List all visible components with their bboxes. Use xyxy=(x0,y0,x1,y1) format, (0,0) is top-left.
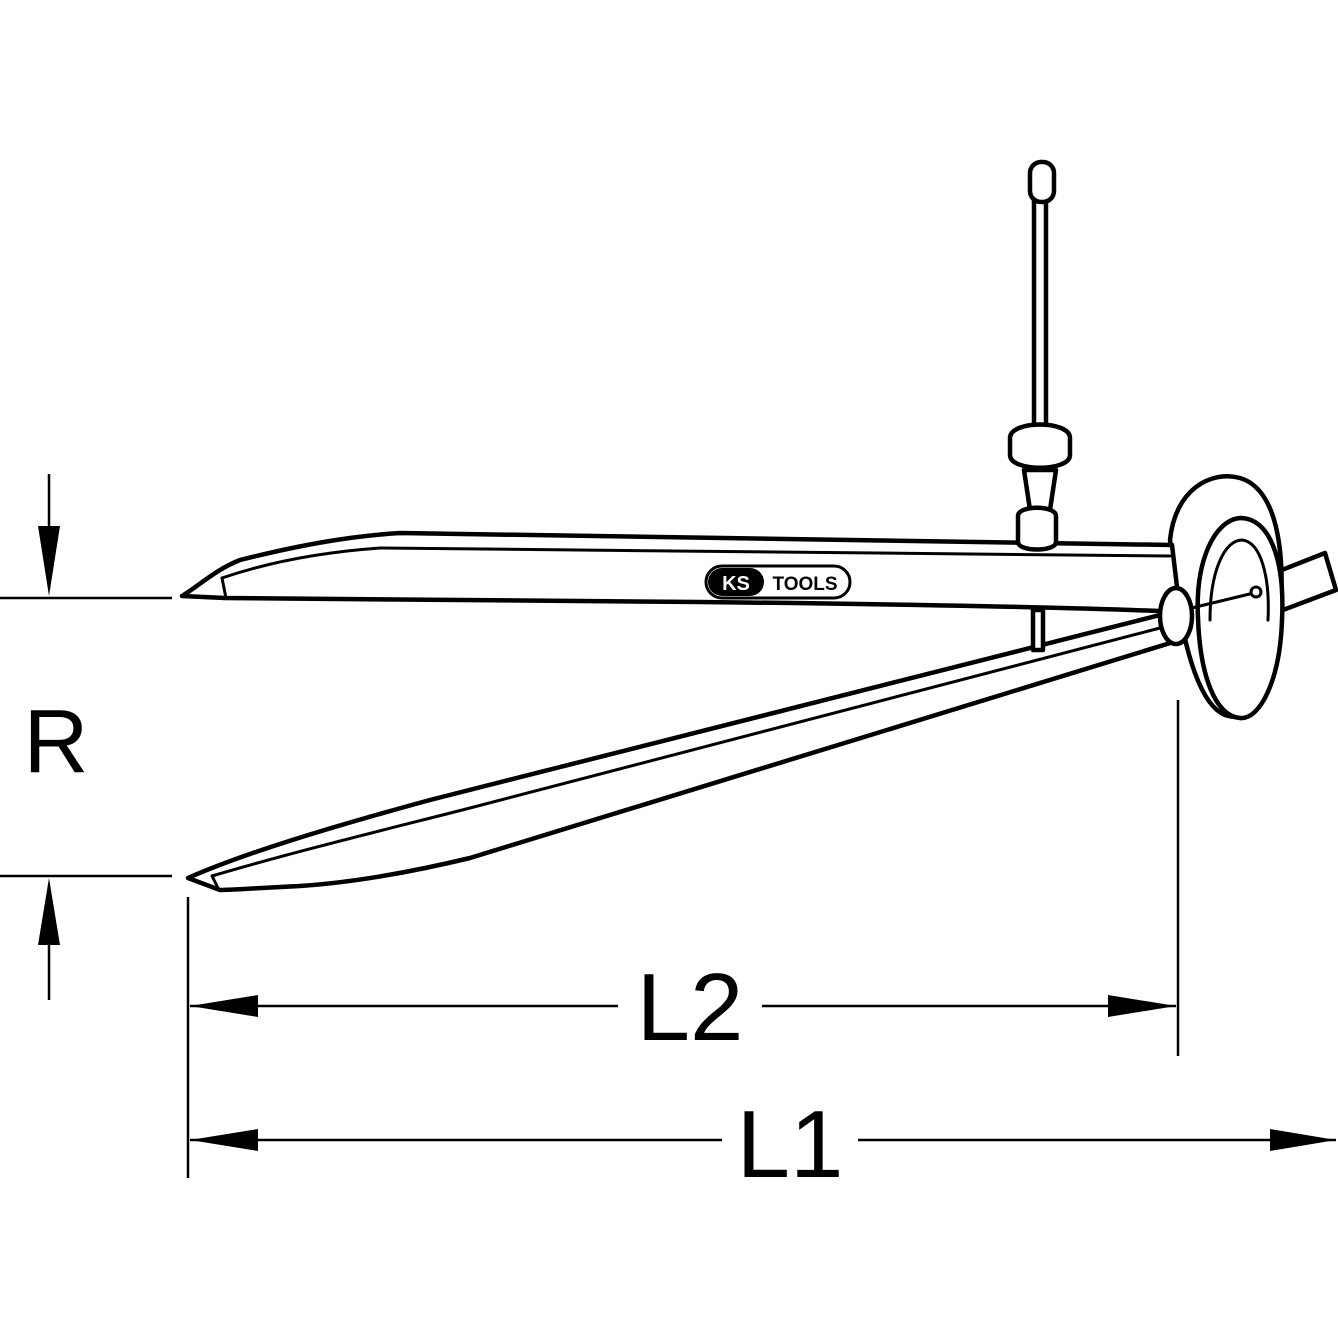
guide-knob xyxy=(1007,422,1073,470)
r-label: R xyxy=(24,692,89,792)
spring-bow-compass: KS TOOLS xyxy=(179,159,1338,893)
brand-logo-ks: KS xyxy=(722,573,750,595)
dimension-l2: L2 xyxy=(186,700,1180,1178)
leg-stop-pin xyxy=(1030,607,1046,653)
upper-leg-tip-edge xyxy=(220,576,228,600)
adjustment-nut xyxy=(1157,585,1195,647)
l1-arrow-right-icon xyxy=(1270,1129,1336,1151)
brand-logo-ks-plate xyxy=(708,568,764,596)
guide-block xyxy=(1015,505,1059,552)
r-arrow-up-icon xyxy=(38,878,60,945)
lower-leg-edge xyxy=(210,626,1162,878)
guide-rod-cap xyxy=(1027,159,1057,205)
brand-logo-tools: TOOLS xyxy=(772,574,837,595)
l2-arrow-left-icon xyxy=(190,995,258,1017)
l1-label: L1 xyxy=(737,1091,844,1198)
spring-ring-front xyxy=(1195,515,1285,721)
upper-leg-edge xyxy=(220,546,1172,580)
dimension-l1: L1 xyxy=(190,1091,1336,1198)
spring-ring-inner xyxy=(1208,538,1270,622)
l2-arrow-right-icon xyxy=(1108,995,1176,1017)
l2-label: L2 xyxy=(637,954,744,1061)
dimension-r: R xyxy=(0,474,172,1000)
r-arrow-down-icon xyxy=(38,526,60,596)
guide-knob-stem xyxy=(1021,467,1059,513)
pivot-pin-end xyxy=(1249,585,1263,599)
lower-leg-tip-edge xyxy=(210,874,220,890)
l1-arrow-left-icon xyxy=(190,1129,258,1151)
guide-rod xyxy=(1031,197,1049,433)
brand-logo: KS TOOLS xyxy=(704,564,852,600)
